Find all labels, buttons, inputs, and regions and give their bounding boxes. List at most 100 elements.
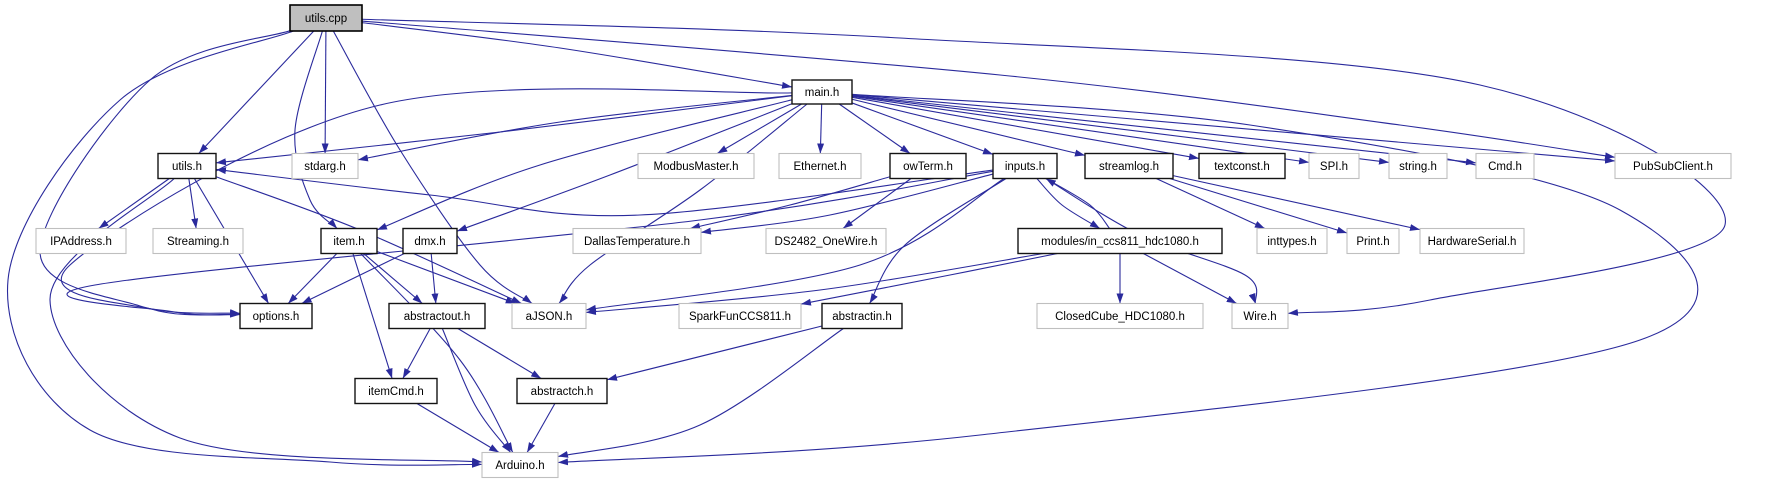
edge-inputs_h--utils_h bbox=[215, 167, 994, 217]
node-label: modules/in_ccs811_hdc1080.h bbox=[1041, 236, 1199, 248]
edge-main_h--options_h bbox=[60, 88, 793, 318]
edge-inputs_h--modules_in_ccs811_hdc1080_h bbox=[1036, 178, 1101, 229]
node-label: Print.h bbox=[1356, 236, 1389, 248]
node-abstractout_h[interactable]: abstractout.h bbox=[388, 302, 486, 330]
node-arduino_h: Arduino.h bbox=[481, 451, 559, 479]
edge-abstractout_h--abstractch_h bbox=[457, 328, 542, 379]
edge-utils_cpp--pubsubclient_h bbox=[361, 20, 1616, 160]
node-textconst_h[interactable]: textconst.h bbox=[1198, 152, 1286, 180]
node-print_h: Print.h bbox=[1346, 227, 1400, 255]
edge-abstractout_h--arduino_h bbox=[441, 328, 512, 453]
node-itemcmd_h[interactable]: itemCmd.h bbox=[354, 377, 438, 405]
node-label: inputs.h bbox=[1005, 161, 1045, 173]
edge-inputs_h--abstractin_h bbox=[869, 178, 1007, 304]
node-string_h: string.h bbox=[1388, 152, 1448, 180]
edge-inputs_h--dallastemperature_h bbox=[700, 173, 994, 235]
node-modbusmaster_h: ModbusMaster.h bbox=[637, 152, 755, 180]
node-label: IPAddress.h bbox=[50, 236, 112, 248]
node-label: owTerm.h bbox=[903, 161, 953, 173]
edge-main_h--pubsubclient_h bbox=[851, 94, 1616, 164]
node-label: DallasTemperature.h bbox=[584, 236, 690, 248]
node-spi_h: SPI.h bbox=[1308, 152, 1360, 180]
edge-abstractch_h--arduino_h bbox=[526, 403, 556, 453]
node-label: inttypes.h bbox=[1267, 236, 1316, 248]
edge-modules_in_ccs811_hdc1080_h--ajson_h bbox=[585, 252, 1044, 315]
node-ds2482_onewire_h: DS2482_OneWire.h bbox=[765, 227, 887, 255]
node-pubsubclient_h: PubSubClient.h bbox=[1614, 152, 1732, 180]
node-wire_h: Wire.h bbox=[1231, 302, 1289, 330]
edge-item_h--arduino_h bbox=[360, 253, 514, 453]
node-streamlog_h[interactable]: streamlog.h bbox=[1084, 152, 1174, 180]
node-inttypes_h: inttypes.h bbox=[1256, 227, 1328, 255]
edge-utils_cpp--utils_h bbox=[198, 30, 315, 154]
node-label: stdarg.h bbox=[304, 161, 346, 173]
node-label: Ethernet.h bbox=[793, 161, 846, 173]
node-label: Arduino.h bbox=[495, 460, 544, 472]
edge-abstractout_h--itemcmd_h bbox=[402, 328, 431, 379]
node-inputs_h[interactable]: inputs.h bbox=[992, 152, 1058, 180]
node-sparkfunccs811_h: SparkFunCCS811.h bbox=[678, 302, 802, 330]
node-label: dmx.h bbox=[414, 236, 445, 248]
node-layer: utils.cpp main.h utils.h stdarg.h ModbusMast… bbox=[35, 4, 1732, 479]
edge-modules_in_ccs811_hdc1080_h--wire_h bbox=[1143, 253, 1237, 304]
node-options_h[interactable]: options.h bbox=[239, 302, 313, 330]
node-label: PubSubClient.h bbox=[1633, 161, 1713, 173]
node-label: item.h bbox=[333, 236, 364, 248]
edge-owterm_h--ds2482_onewire_h bbox=[842, 178, 912, 229]
edge-modules_in_ccs811_hdc1080_h--inputs_h bbox=[1045, 178, 1111, 229]
node-label: streamlog.h bbox=[1099, 161, 1159, 173]
node-modules_in_ccs811_hdc1080_h[interactable]: modules/in_ccs811_hdc1080.h bbox=[1017, 227, 1223, 255]
node-label: abstractch.h bbox=[531, 386, 594, 398]
edge-abstractin_h--abstractch_h bbox=[606, 325, 823, 381]
node-streaming_h: Streaming.h bbox=[152, 227, 244, 255]
node-label: abstractin.h bbox=[832, 311, 891, 323]
node-ajson_h: aJSON.h bbox=[511, 302, 587, 330]
node-utils_h[interactable]: utils.h bbox=[157, 152, 217, 180]
edge-item_h--ajson_h bbox=[376, 250, 516, 305]
node-label: utils.h bbox=[172, 161, 202, 173]
edge-main_h--streamlog_h bbox=[851, 98, 1086, 157]
node-dallastemperature_h: DallasTemperature.h bbox=[572, 227, 702, 255]
edge-utils_cpp--arduino_h bbox=[6, 30, 483, 468]
edge-main_h--arduino_h bbox=[557, 93, 1699, 466]
node-main_h[interactable]: main.h bbox=[791, 79, 853, 105]
node-item_h[interactable]: item.h bbox=[320, 227, 378, 255]
edge-item_h--abstractout_h bbox=[363, 253, 423, 304]
edge-main_h--ethernet_h bbox=[817, 103, 825, 154]
edge-inputs_h--ajson_h bbox=[585, 178, 1005, 312]
node-label: aJSON.h bbox=[526, 311, 573, 323]
node-abstractch_h[interactable]: abstractch.h bbox=[516, 377, 608, 405]
node-label: Cmd.h bbox=[1488, 161, 1522, 173]
edge-dmx_h--abstractout_h bbox=[430, 253, 439, 304]
node-label: string.h bbox=[1399, 161, 1437, 173]
edge-main_h--string_h bbox=[851, 95, 1390, 165]
node-label: ClosedCube_HDC1080.h bbox=[1055, 311, 1185, 323]
edge-main_h--spi_h bbox=[851, 95, 1310, 165]
edge-main_h--item_h bbox=[376, 99, 793, 231]
edge-streamlog_h--print_h bbox=[1169, 177, 1348, 234]
node-label: SparkFunCCS811.h bbox=[689, 311, 791, 323]
edge-utils_h--ipaddress_h bbox=[98, 178, 170, 229]
node-label: main.h bbox=[805, 87, 840, 99]
edge-utils_cpp--stdarg_h bbox=[321, 30, 329, 154]
edge-utils_cpp--main_h bbox=[361, 22, 793, 89]
node-label: utils.cpp bbox=[305, 13, 347, 25]
node-stdarg_h: stdarg.h bbox=[291, 152, 359, 180]
edge-main_h--utils_h bbox=[215, 95, 793, 166]
node-dmx_h[interactable]: dmx.h bbox=[402, 227, 458, 255]
node-ipaddress_h: IPAddress.h bbox=[35, 227, 127, 255]
edge-streamlog_h--inttypes_h bbox=[1155, 178, 1266, 229]
node-ethernet_h: Ethernet.h bbox=[778, 152, 862, 180]
node-owterm_h[interactable]: owTerm.h bbox=[889, 152, 967, 180]
node-label: ModbusMaster.h bbox=[653, 161, 738, 173]
node-hardwareserial_h: HardwareSerial.h bbox=[1419, 227, 1525, 255]
edge-inputs_h--options_h bbox=[66, 170, 994, 318]
node-abstractin_h[interactable]: abstractin.h bbox=[821, 302, 903, 330]
edge-owterm_h--dallastemperature_h bbox=[689, 176, 891, 230]
edge-main_h--cmd_h bbox=[851, 94, 1477, 166]
edge-streamlog_h--hardwareserial_h bbox=[1172, 175, 1421, 231]
edge-item_h--itemcmd_h bbox=[352, 253, 393, 379]
node-label: abstractout.h bbox=[404, 311, 470, 323]
edge-layer bbox=[6, 18, 1726, 468]
